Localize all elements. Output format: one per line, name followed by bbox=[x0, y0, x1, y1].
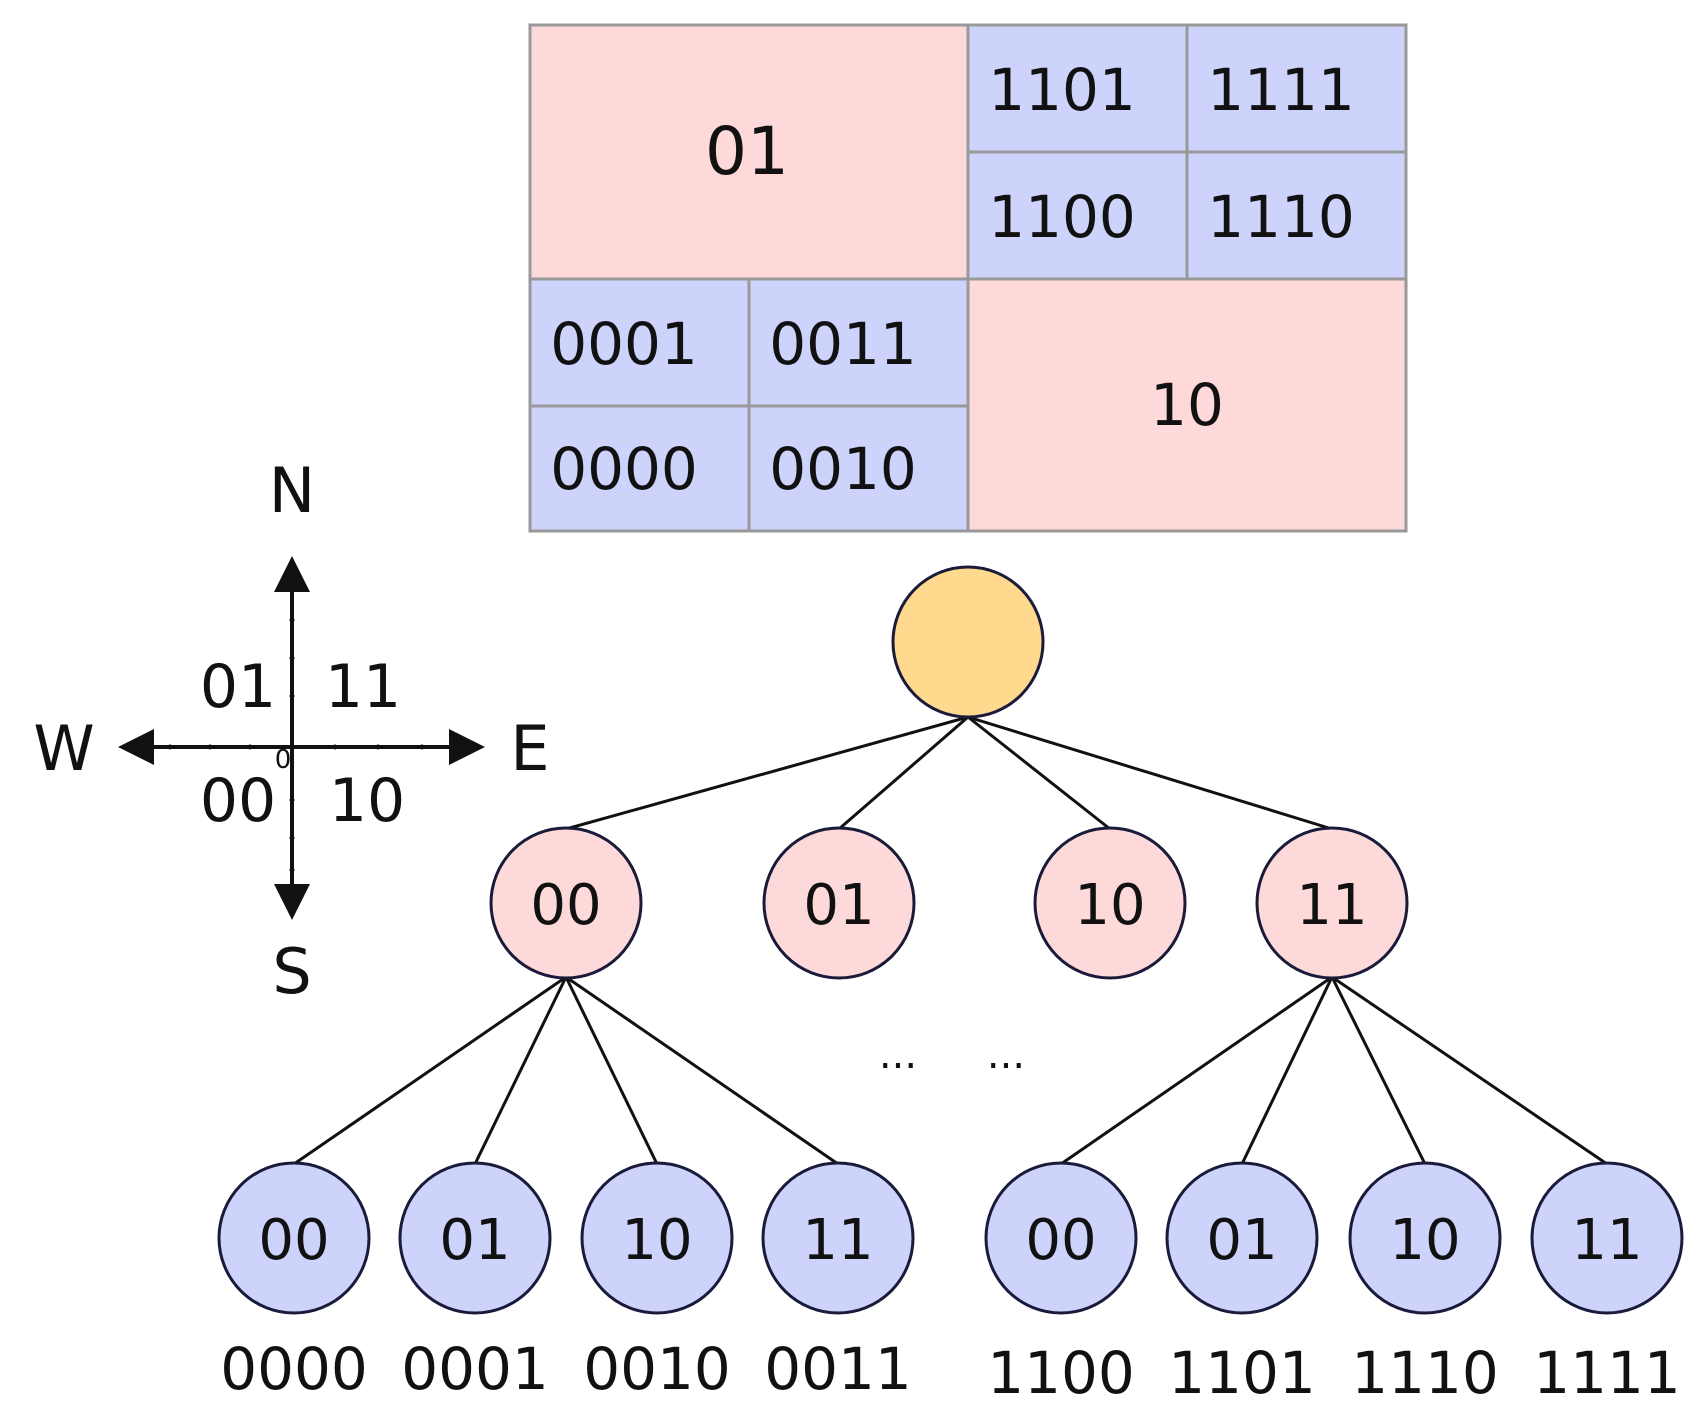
quadrant-se-label: 10 bbox=[329, 766, 405, 836]
compass-ticks bbox=[167, 617, 425, 873]
tree-nodes bbox=[217, 565, 1684, 1315]
leaf-node-1101 bbox=[1165, 1161, 1319, 1315]
leaf-node-1100 bbox=[984, 1161, 1138, 1315]
leaf-label: 11 bbox=[1571, 1208, 1642, 1273]
ellipsis-label: ... bbox=[879, 1032, 917, 1078]
compass: N S E W 0 01 11 00 10 bbox=[33, 454, 549, 1008]
leaf-codes: 0000 0001 0010 0011 1100 1101 1110 1111 bbox=[220, 1335, 1681, 1407]
leaf-node-1111 bbox=[1530, 1161, 1684, 1315]
leaf-label: 00 bbox=[1025, 1208, 1096, 1273]
leaf-label: 10 bbox=[1389, 1208, 1460, 1273]
grid-label-0000: 0000 bbox=[550, 435, 698, 503]
grid-cell-10 bbox=[966, 277, 1408, 533]
grid-cell-1111 bbox=[1185, 23, 1408, 154]
grid-cell-0000 bbox=[528, 404, 751, 533]
leaf-code: 0000 bbox=[220, 1335, 368, 1403]
leaf-label: 01 bbox=[439, 1208, 510, 1273]
leaf-label: 00 bbox=[258, 1208, 329, 1273]
grid-label-0010: 0010 bbox=[769, 435, 917, 503]
compass-west-label: W bbox=[33, 712, 94, 785]
leaf-label: 11 bbox=[802, 1208, 873, 1273]
level1-label: 11 bbox=[1296, 873, 1367, 938]
grid-label-01: 01 bbox=[705, 113, 789, 190]
compass-east-label: E bbox=[510, 712, 549, 785]
leaf-node-0000 bbox=[217, 1161, 371, 1315]
compass-origin-label: 0 bbox=[275, 745, 292, 775]
arrow-east-icon bbox=[449, 729, 485, 765]
grid-cell-01 bbox=[528, 23, 970, 281]
grid-label-1110: 1110 bbox=[1207, 183, 1355, 251]
level1-label: 10 bbox=[1074, 873, 1145, 938]
grid-cell-0010 bbox=[747, 404, 970, 533]
arrow-south-icon bbox=[274, 884, 310, 920]
level1-node-01 bbox=[762, 826, 916, 980]
leaf-code: 1110 bbox=[1351, 1339, 1499, 1407]
leaf-code: 1100 bbox=[987, 1339, 1135, 1407]
grid-label-10: 10 bbox=[1150, 371, 1224, 439]
quadrant-sw-label: 00 bbox=[200, 766, 276, 836]
leaf-label: 10 bbox=[621, 1208, 692, 1273]
leaf-node-0010 bbox=[580, 1161, 734, 1315]
grid-label-0001: 0001 bbox=[550, 310, 698, 378]
compass-south-label: S bbox=[272, 935, 311, 1008]
leaf-code: 1111 bbox=[1533, 1339, 1681, 1407]
arrow-north-icon bbox=[274, 556, 310, 592]
compass-north-label: N bbox=[269, 454, 315, 527]
leaf-code: 0001 bbox=[401, 1335, 549, 1403]
grid-cell-1101 bbox=[966, 23, 1189, 154]
spatial-grid: 01 1101 1111 1100 1110 0001 0011 0000 00… bbox=[528, 23, 1408, 533]
leaf-node-0011 bbox=[761, 1161, 915, 1315]
leaf-node-1110 bbox=[1348, 1161, 1502, 1315]
arrow-west-icon bbox=[118, 729, 154, 765]
quadrant-nw-label: 01 bbox=[200, 652, 276, 722]
level1-node-00 bbox=[489, 826, 643, 980]
level1-label: 00 bbox=[530, 873, 601, 938]
leaf-code: 0011 bbox=[764, 1335, 912, 1403]
root-node bbox=[891, 565, 1045, 719]
grid-label-1111: 1111 bbox=[1207, 56, 1355, 124]
level1-node-11 bbox=[1255, 826, 1409, 980]
quadrant-ne-label: 11 bbox=[325, 652, 401, 722]
leaf-label: 01 bbox=[1206, 1208, 1277, 1273]
leaf-code: 0010 bbox=[583, 1335, 731, 1403]
grid-label-1100: 1100 bbox=[988, 183, 1136, 251]
leaf-node-0001 bbox=[398, 1161, 552, 1315]
grid-label-1101: 1101 bbox=[988, 56, 1136, 124]
level1-label: 01 bbox=[803, 873, 874, 938]
tree-edges bbox=[293, 715, 1608, 1166]
grid-label-0011: 0011 bbox=[769, 310, 917, 378]
ellipsis-label: ... bbox=[987, 1032, 1025, 1078]
level1-node-10 bbox=[1033, 826, 1187, 980]
grid-cell-0001 bbox=[528, 277, 751, 408]
leaf-code: 1101 bbox=[1168, 1339, 1316, 1407]
tree-node-labels: 00 01 10 11 00 01 10 11 00 01 10 11 ... … bbox=[258, 873, 1642, 1273]
